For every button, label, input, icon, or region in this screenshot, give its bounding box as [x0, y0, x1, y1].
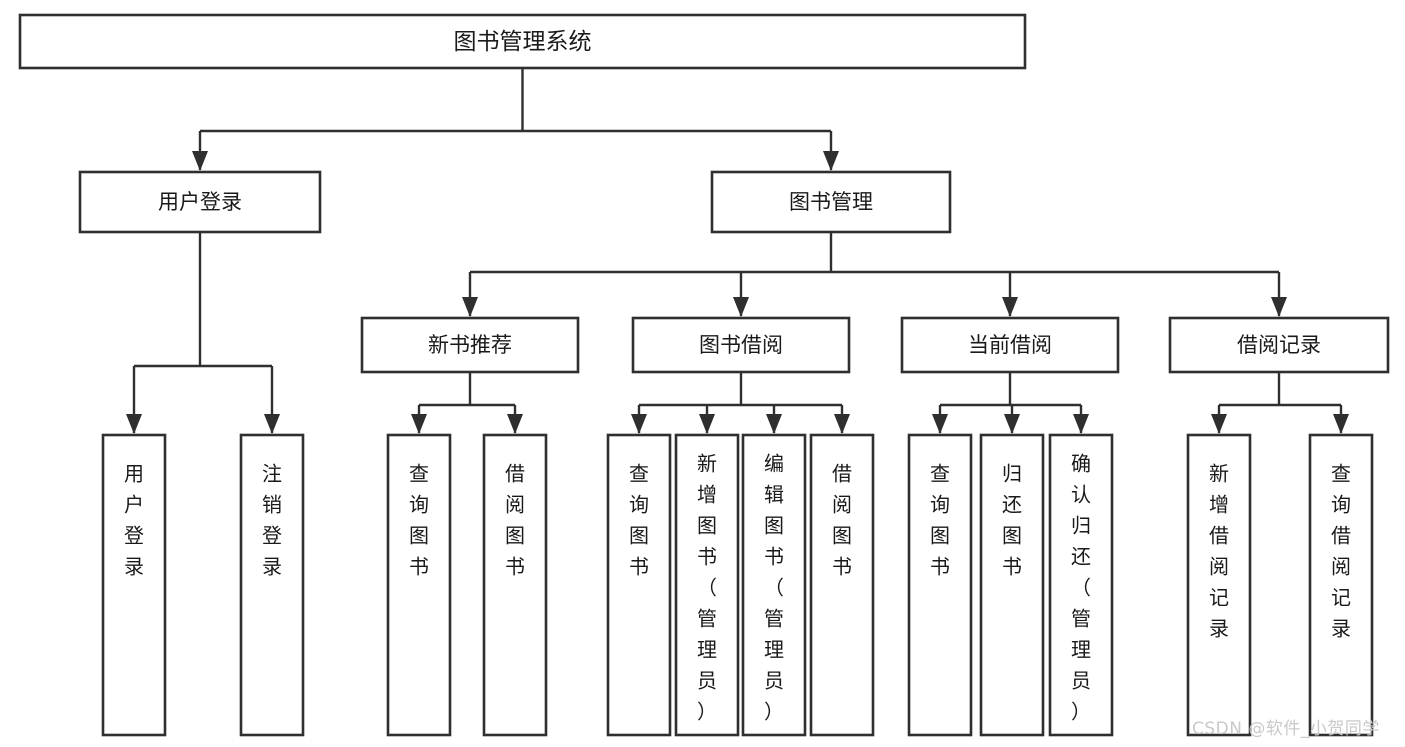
node-编辑图书管理员[interactable]: 编辑图书（管理员） — [741, 433, 807, 737]
connector-layer — [126, 68, 1349, 434]
node-借阅图书[interactable]: 借阅图书 — [809, 433, 875, 737]
node-label: 新增借阅记录 — [1209, 461, 1229, 640]
arrow-head-icon — [411, 414, 427, 434]
node-label: 当前借阅 — [968, 333, 1052, 357]
node-label: 借阅记录 — [1237, 333, 1321, 357]
node-注销登录[interactable]: 注销登录 — [239, 433, 305, 737]
node-查询图书[interactable]: 查询图书 — [907, 433, 973, 737]
node-box — [1168, 316, 1390, 374]
node-新书推荐[interactable]: 新书推荐 — [360, 316, 580, 374]
node-新增借阅记录[interactable]: 新增借阅记录 — [1186, 433, 1252, 737]
node-box — [710, 170, 952, 234]
arrow-head-icon — [823, 151, 839, 171]
arrow-head-icon — [1271, 297, 1287, 317]
arrow-head-icon — [1073, 414, 1089, 434]
node-label: 查询图书 — [930, 461, 950, 578]
node-box — [386, 433, 452, 737]
node-查询图书[interactable]: 查询图书 — [606, 433, 672, 737]
csdn-watermark: CSDN @软件_小贺同学 — [1192, 719, 1380, 739]
node-box — [606, 433, 672, 737]
node-box — [979, 433, 1045, 737]
arrow-head-icon — [932, 414, 948, 434]
node-label: 新增图书（管理员） — [697, 451, 717, 723]
node-label: 确认归还（管理员） — [1071, 451, 1091, 723]
node-label: 编辑图书（管理员） — [764, 451, 784, 723]
node-用户登录[interactable]: 用户登录 — [78, 170, 322, 234]
node-box — [239, 433, 305, 737]
node-label: 注销登录 — [262, 461, 282, 578]
node-box — [674, 433, 740, 737]
arrow-head-icon — [264, 414, 280, 434]
node-图书管理系统[interactable]: 图书管理系统 — [18, 13, 1027, 70]
arrow-head-icon — [733, 297, 749, 317]
arrow-head-icon — [834, 414, 850, 434]
node-box — [741, 433, 807, 737]
node-label: 图书管理 — [789, 190, 873, 214]
arrow-head-icon — [126, 414, 142, 434]
node-查询图书[interactable]: 查询图书 — [386, 433, 452, 737]
node-label: 借阅图书 — [832, 461, 852, 578]
arrow-head-icon — [699, 414, 715, 434]
node-label: 查询图书 — [409, 461, 429, 578]
node-新增图书管理员[interactable]: 新增图书（管理员） — [674, 433, 740, 737]
node-label: 查询图书 — [629, 461, 649, 578]
arrow-head-icon — [1333, 414, 1349, 434]
node-label: 新书推荐 — [428, 333, 512, 357]
node-label: 用户登录 — [124, 461, 144, 578]
node-box — [809, 433, 875, 737]
node-box — [1308, 433, 1374, 737]
node-当前借阅[interactable]: 当前借阅 — [900, 316, 1120, 374]
arrow-head-icon — [766, 414, 782, 434]
node-label: 图书管理系统 — [454, 29, 592, 55]
arrow-head-icon — [1002, 297, 1018, 317]
node-用户登录[interactable]: 用户登录 — [101, 433, 167, 737]
node-box — [1186, 433, 1252, 737]
node-box — [631, 316, 851, 374]
node-查询借阅记录[interactable]: 查询借阅记录 — [1308, 433, 1374, 737]
arrow-head-icon — [507, 414, 523, 434]
node-借阅记录[interactable]: 借阅记录 — [1168, 316, 1390, 374]
arrow-head-icon — [631, 414, 647, 434]
node-box — [101, 433, 167, 737]
node-label: 图书借阅 — [699, 333, 783, 357]
arrow-head-icon — [462, 297, 478, 317]
node-确认归还管理员[interactable]: 确认归还（管理员） — [1048, 433, 1114, 737]
node-label: 用户登录 — [158, 190, 242, 214]
arrow-head-icon — [192, 151, 208, 171]
node-layer: 图书管理系统用户登录用户登录注销登录图书管理新书推荐查询图书借阅图书图书借阅查询… — [18, 13, 1390, 737]
node-label: 借阅图书 — [505, 461, 525, 578]
arrow-head-icon — [1211, 414, 1227, 434]
node-归还图书[interactable]: 归还图书 — [979, 433, 1045, 737]
node-box — [1048, 433, 1114, 737]
node-box — [900, 316, 1120, 374]
node-box — [907, 433, 973, 737]
arrow-head-icon — [1004, 414, 1020, 434]
node-box — [482, 433, 548, 737]
node-图书借阅[interactable]: 图书借阅 — [631, 316, 851, 374]
node-box — [18, 13, 1027, 70]
node-label: 查询借阅记录 — [1331, 461, 1351, 640]
node-box — [78, 170, 322, 234]
node-label: 归还图书 — [1002, 461, 1022, 578]
node-借阅图书[interactable]: 借阅图书 — [482, 433, 548, 737]
node-图书管理[interactable]: 图书管理 — [710, 170, 952, 234]
node-box — [360, 316, 580, 374]
